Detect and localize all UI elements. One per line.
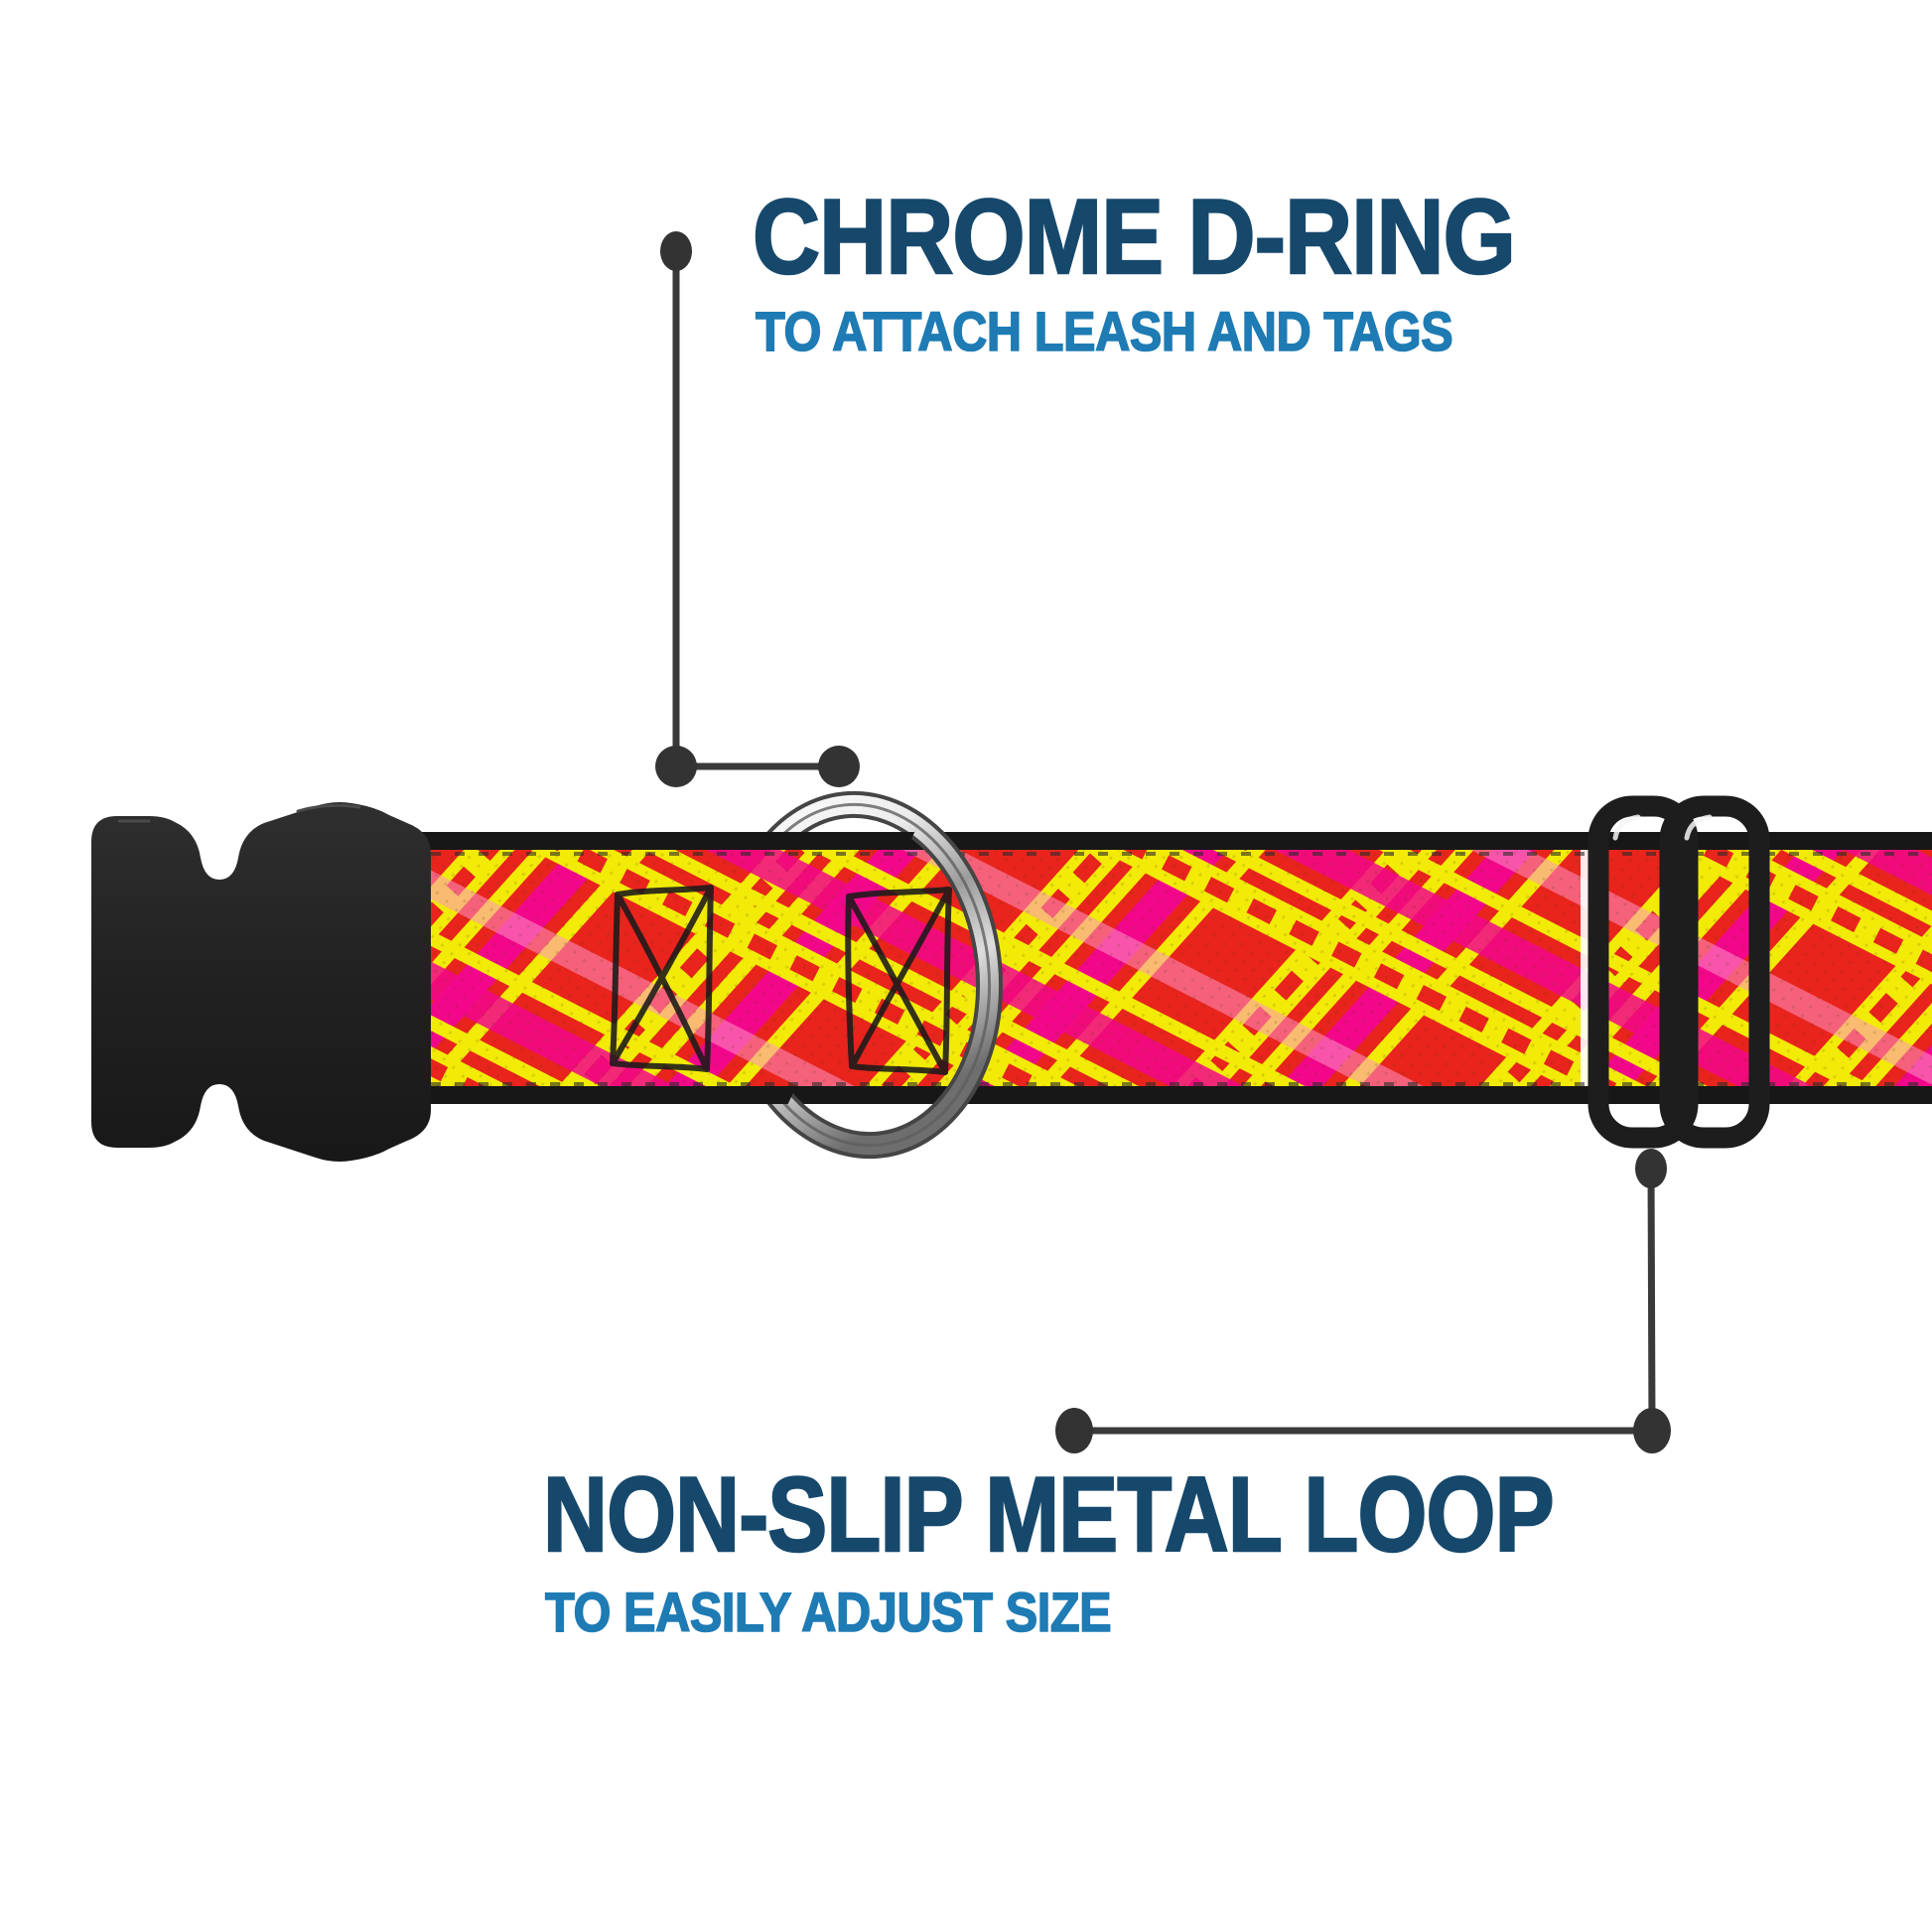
callout-loop: [1055, 1149, 1671, 1453]
callout-dot: [818, 746, 860, 787]
strap-edge-top: [407, 832, 1932, 850]
adjuster-slider: [1587, 795, 1770, 1149]
dring-title: CHROME D-RING: [752, 177, 1517, 296]
callout-dot: [660, 231, 692, 271]
dring-subtitle: TO ATTACH LEASH AND TAGS: [755, 300, 1453, 362]
callout-line-vertical: [1647, 1168, 1656, 1432]
callout-dot: [655, 746, 697, 787]
stitch-box-2: [845, 887, 952, 1075]
collar-strap: [407, 832, 1932, 1104]
strap-edge-bottom: [407, 1086, 1932, 1104]
d-ring: [784, 824, 1004, 1112]
callout-dring: [655, 231, 860, 787]
buckle-highlight: [117, 803, 361, 823]
loop-title: NON-SLIP METAL LOOP: [542, 1454, 1556, 1574]
callout-dot: [1635, 1149, 1667, 1188]
stitch-box-1: [610, 885, 714, 1072]
callout-dot: [1055, 1408, 1093, 1453]
callout-dot: [1633, 1408, 1671, 1453]
loop-subtitle: TO EASILY ADJUST SIZE: [544, 1581, 1112, 1643]
buckle: [91, 802, 431, 1162]
slider-highlights: [1612, 814, 1713, 841]
